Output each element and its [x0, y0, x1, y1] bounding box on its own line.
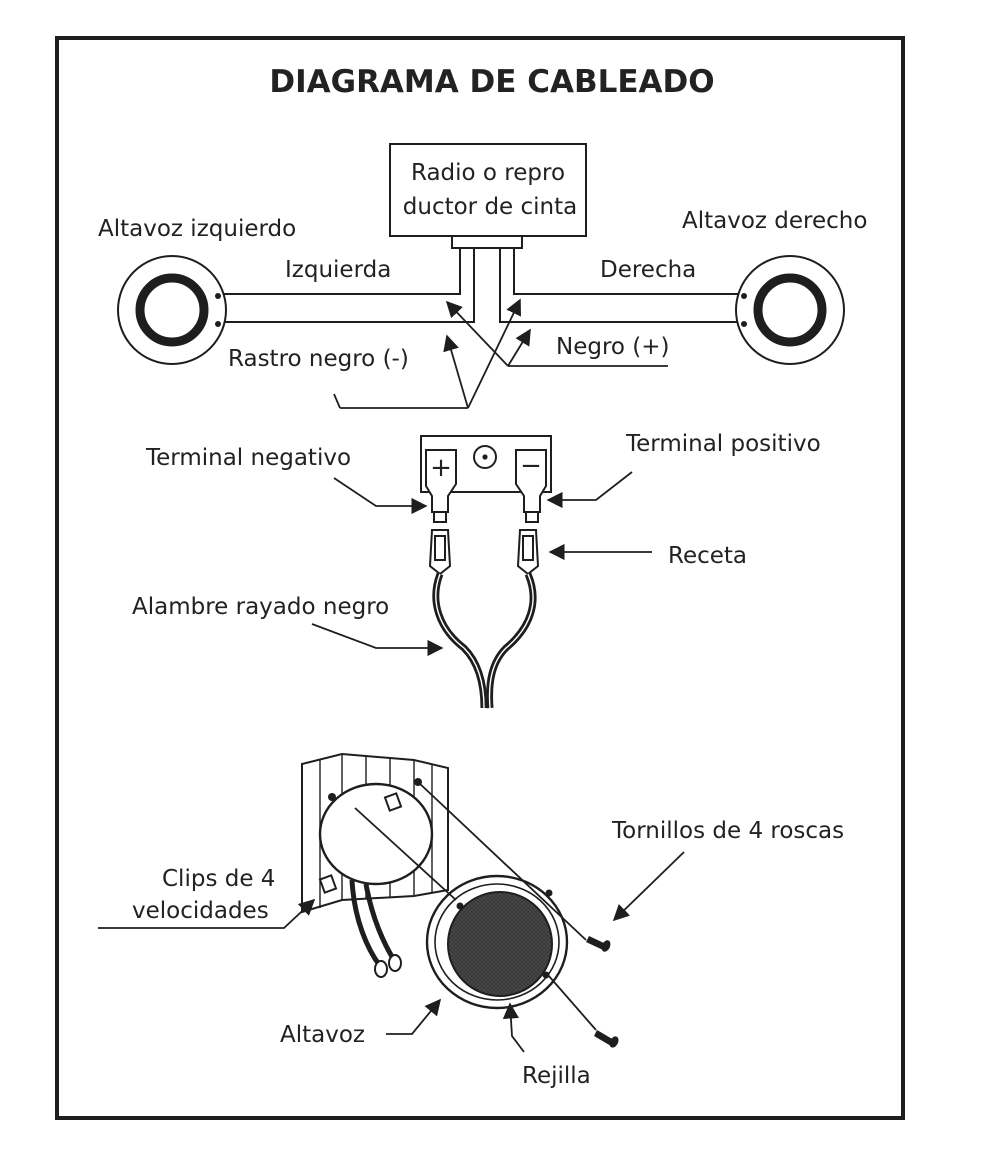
positive-terminal-label: Terminal positivo	[625, 431, 821, 457]
speaker-label: Altavoz	[280, 1022, 365, 1048]
bottom-leader-lines	[98, 851, 685, 1053]
screw-icons	[586, 936, 619, 1048]
left-speaker-label: Altavoz izquierdo	[98, 216, 296, 242]
black-plus-label: Negro (+)	[556, 334, 670, 360]
left-channel-label: Izquierda	[285, 257, 391, 283]
negative-terminal-label: Terminal negativo	[145, 445, 351, 471]
striped-wires	[432, 572, 537, 709]
middle-leader-lines	[311, 471, 652, 657]
grille-label: Rejilla	[522, 1063, 591, 1089]
terminal-block	[420, 435, 552, 523]
right-speaker-icon	[735, 255, 845, 365]
head-unit	[389, 143, 587, 249]
left-speaker-icon	[117, 255, 227, 365]
head-unit-cables	[223, 248, 748, 323]
diagram-title: DIAGRAMA DE CABLEADO	[269, 64, 714, 100]
striped-wire-label: Alambre rayado negro	[132, 594, 389, 620]
terminal-minus-symbol: −	[520, 451, 542, 481]
right-speaker-label: Altavoz derecho	[682, 208, 867, 234]
receptacle-label: Receta	[668, 543, 747, 569]
top-leader-lines	[333, 298, 668, 409]
clips-label-line1: Clips de 4	[162, 866, 275, 892]
speaker-grille-icon	[425, 874, 569, 1010]
terminal-plus-symbol: +	[430, 453, 452, 483]
head-unit-label-line2: ductor de cinta	[403, 194, 577, 220]
clips-label-line2: velocidades	[132, 898, 269, 924]
alignment-lines	[354, 781, 597, 1031]
screws-label: Tornillos de 4 roscas	[611, 818, 844, 844]
receptacles	[428, 529, 540, 576]
right-channel-label: Derecha	[600, 257, 696, 283]
diagram-frame	[55, 36, 905, 1120]
head-unit-label-line1: Radio o repro	[411, 160, 565, 186]
black-trace-label: Rastro negro (-)	[228, 346, 409, 372]
speaker-back-icon	[318, 778, 434, 978]
